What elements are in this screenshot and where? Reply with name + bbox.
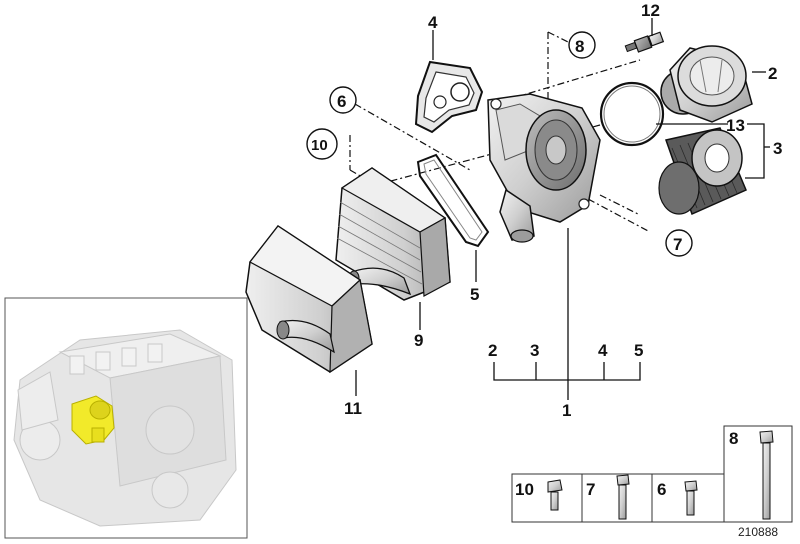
callout-4: 4 <box>428 13 438 32</box>
group-member-4: 4 <box>598 341 608 360</box>
diagram-reference-number: 210888 <box>738 525 778 539</box>
callout-1: 1 <box>562 401 571 420</box>
part-sensor-12 <box>624 31 665 53</box>
bolt-7 <box>616 474 630 520</box>
callout-10: 10 <box>311 137 328 154</box>
leader-lines <box>355 18 770 400</box>
callout-3: 3 <box>773 139 782 158</box>
circled-callouts <box>306 31 693 257</box>
engine-location-inset <box>4 297 248 539</box>
group-member-2: 2 <box>488 341 497 360</box>
part-cooler-cover-11 <box>245 224 373 374</box>
bolt-label-7: 7 <box>586 480 595 499</box>
part-filter-element-3 <box>658 127 747 216</box>
part-gasket-4 <box>414 60 484 134</box>
bolt-8 <box>759 430 774 520</box>
callout-12: 12 <box>641 1 660 20</box>
callout-13: 13 <box>726 116 745 135</box>
bolt-label-8: 8 <box>729 429 738 448</box>
part-oil-cooler-9 <box>335 167 451 301</box>
part-filter-housing-1 <box>487 93 601 243</box>
bolt-10 <box>547 479 563 511</box>
callout-6: 6 <box>337 92 346 111</box>
callout-9: 9 <box>414 331 423 350</box>
bolt-label-10: 10 <box>515 480 534 499</box>
group-member-5: 5 <box>634 341 643 360</box>
engine-ghost <box>13 329 237 527</box>
callout-5: 5 <box>470 285 479 304</box>
bolt-table: 10 7 6 8 <box>511 425 793 523</box>
callout-labels: 4 12 8 2 6 13 3 10 7 5 9 11 1 2 3 4 5 <box>311 1 782 420</box>
part-seal-5 <box>416 153 490 248</box>
callout-11: 11 <box>344 399 362 418</box>
group-member-3: 3 <box>530 341 539 360</box>
part-o-ring-13 <box>599 81 665 147</box>
callout-8: 8 <box>575 37 584 56</box>
bolt-6 <box>684 480 698 516</box>
highlighted-part <box>71 395 115 445</box>
callout-2: 2 <box>768 64 777 83</box>
callout-7: 7 <box>673 235 682 254</box>
bolt-label-6: 6 <box>657 480 666 499</box>
part-filter-cap-2 <box>660 45 753 123</box>
